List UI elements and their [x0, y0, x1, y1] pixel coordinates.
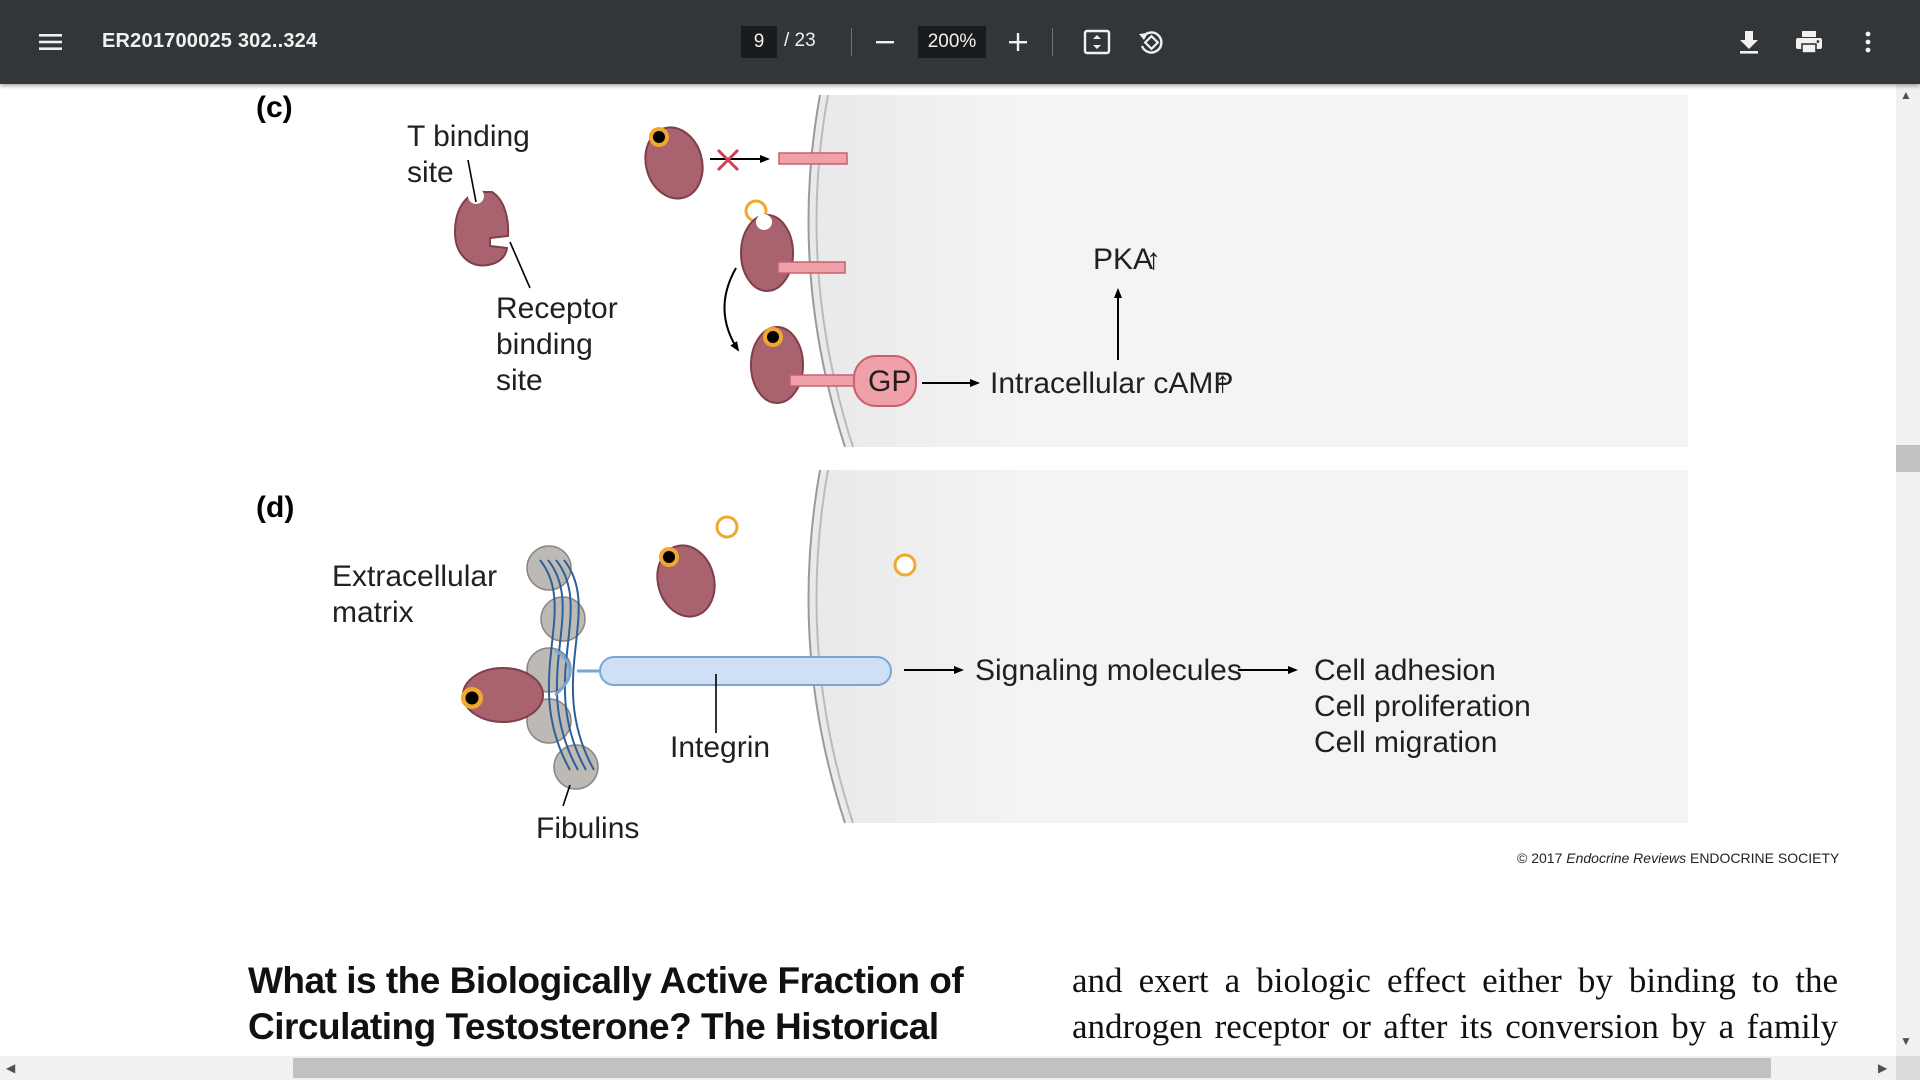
- extracellular-matrix-label-2: matrix: [332, 596, 414, 629]
- t-binding-site-label-2: site: [407, 156, 454, 189]
- free-testosterone-d2: [893, 553, 917, 577]
- camp-up-arrow: ↑: [1215, 366, 1230, 399]
- t-binding-site-label-1: T binding: [407, 120, 530, 153]
- vertical-scroll-thumb[interactable]: [1896, 445, 1920, 472]
- menu-button[interactable]: [29, 20, 73, 64]
- receptor-bar-2: [777, 261, 846, 274]
- panel-c-label: (c): [256, 91, 293, 124]
- pdf-toolbar: ER201700025 302..324 9 / 23 200%: [0, 0, 1920, 84]
- zoom-out-icon: [876, 41, 894, 44]
- panel-d: (d) Extracellular matrix: [256, 469, 1688, 845]
- journal-name: Endocrine Reviews: [1566, 850, 1687, 866]
- horizontal-scroll-thumb[interactable]: [293, 1058, 1771, 1078]
- receptor-binding-site-label-1: Receptor: [496, 292, 618, 325]
- pka-label: PKA: [1093, 243, 1153, 276]
- pka-up-arrow: ↑: [1146, 243, 1161, 276]
- extracellular-matrix-label-1: Extracellular: [332, 560, 497, 593]
- t-binding-pocket: [468, 188, 484, 204]
- panel-d-label: (d): [256, 491, 294, 524]
- zoom-in-button[interactable]: [996, 20, 1040, 64]
- gp-receptor: [853, 355, 917, 407]
- figure-svg: (c) T binding site Receptor binding site: [256, 91, 1688, 845]
- scroll-down-icon[interactable]: ▼: [1900, 1034, 1912, 1048]
- integrin-label: Integrin: [670, 731, 770, 764]
- menu-icon: [39, 34, 62, 50]
- pdf-page: (c) T binding site Receptor binding site: [0, 84, 1896, 1056]
- cell-interior-d: [808, 470, 1688, 823]
- zoom-in-icon: [1009, 33, 1027, 51]
- body-paragraph: and exert a biologic effect either by bi…: [1072, 961, 1838, 1046]
- outcome-adhesion: Cell adhesion: [1314, 654, 1496, 687]
- cell-membrane-d: [807, 469, 846, 824]
- print-icon: [1796, 31, 1822, 54]
- rotate-icon: [1139, 31, 1163, 54]
- integrin: [599, 656, 892, 686]
- outcome-migration: Cell migration: [1314, 726, 1497, 759]
- toolbar-divider: [851, 28, 852, 56]
- signaling-label: Signaling molecules: [975, 654, 1242, 687]
- fibulins-label: Fibulins: [536, 812, 639, 845]
- toolbar-divider: [1052, 28, 1053, 56]
- zoom-out-button[interactable]: [863, 20, 907, 64]
- section-heading: What is the Biologically Active Fraction…: [248, 960, 964, 1047]
- download-button[interactable]: [1727, 20, 1771, 64]
- scroll-up-icon[interactable]: ▲: [1900, 88, 1912, 102]
- scroll-right-icon[interactable]: ▶: [1878, 1061, 1888, 1075]
- download-icon: [1740, 31, 1758, 54]
- figure-credit: © 2017 Endocrine Reviews ENDOCRINE SOCIE…: [1517, 850, 1840, 866]
- fibulins: [526, 545, 599, 790]
- receptor-bar-1: [778, 152, 848, 165]
- fit-page-icon: [1083, 29, 1111, 55]
- receptor-binding-site-label-3: site: [496, 364, 543, 397]
- shbg-free-d: [656, 544, 716, 618]
- vertical-scrollbar[interactable]: [1896, 84, 1920, 1056]
- free-testosterone-d1: [715, 515, 739, 539]
- cell-interior: [808, 95, 1688, 447]
- society-name: ENDOCRINE SOCIETY: [1689, 850, 1840, 866]
- outcome-proliferation: Cell proliferation: [1314, 690, 1531, 723]
- zoom-level-input[interactable]: 200%: [918, 26, 986, 58]
- fit-page-button[interactable]: [1075, 20, 1119, 64]
- page-number-input[interactable]: 9: [741, 26, 777, 58]
- scroll-left-icon[interactable]: ◀: [6, 1061, 16, 1075]
- gp-label: GP: [868, 365, 911, 398]
- receptor-binding-site-label-2: binding: [496, 328, 593, 361]
- print-button[interactable]: [1787, 20, 1831, 64]
- rotate-button[interactable]: [1129, 20, 1173, 64]
- shbg-molecule: [453, 190, 510, 267]
- page-total: / 23: [784, 30, 816, 51]
- shbg-bound: [644, 126, 704, 200]
- receptor-bar-3: [789, 374, 861, 387]
- more-vert-icon: [1865, 31, 1871, 53]
- block-x-icon: [716, 148, 740, 172]
- curved-arrow: [723, 267, 740, 352]
- more-options-button[interactable]: [1846, 20, 1890, 64]
- panel-c: (c) T binding site Receptor binding site: [256, 91, 1688, 448]
- document-title: ER201700025 302..324: [102, 30, 318, 52]
- scrollbar-corner: [1896, 1056, 1920, 1080]
- camp-label: Intracellular cAMP: [990, 367, 1233, 400]
